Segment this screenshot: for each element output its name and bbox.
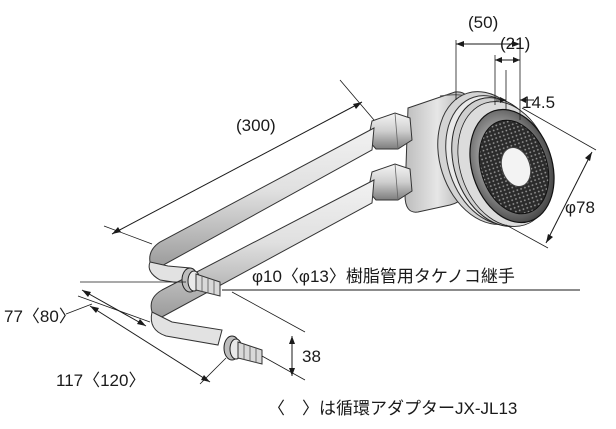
dim-phi78-label: φ78 (565, 198, 595, 217)
dim-38-label: 38 (302, 347, 321, 366)
dim-21-label: (21) (500, 34, 530, 53)
footnote-label: 〈 〉は循環アダプターJX-JL13 (268, 399, 517, 418)
fitting-label: φ10〈φ13〉樹脂管用タケノコ継手 (252, 267, 515, 286)
dim-77-label: 77〈80〉 (4, 307, 76, 326)
dim-300-label: (300) (236, 116, 276, 135)
lower-nut (367, 163, 413, 201)
lower-barb-fitting (223, 335, 263, 365)
adapter-body (404, 91, 555, 227)
dim-14-5-label: 14.5 (522, 93, 555, 112)
dim-50-label: (50) (468, 13, 498, 32)
upper-barb-fitting (181, 267, 221, 297)
upper-nut (367, 112, 413, 150)
upper-pipe (148, 127, 375, 285)
dim-lines (65, 40, 597, 385)
dim-117-label: 117〈120〉 (56, 371, 145, 390)
